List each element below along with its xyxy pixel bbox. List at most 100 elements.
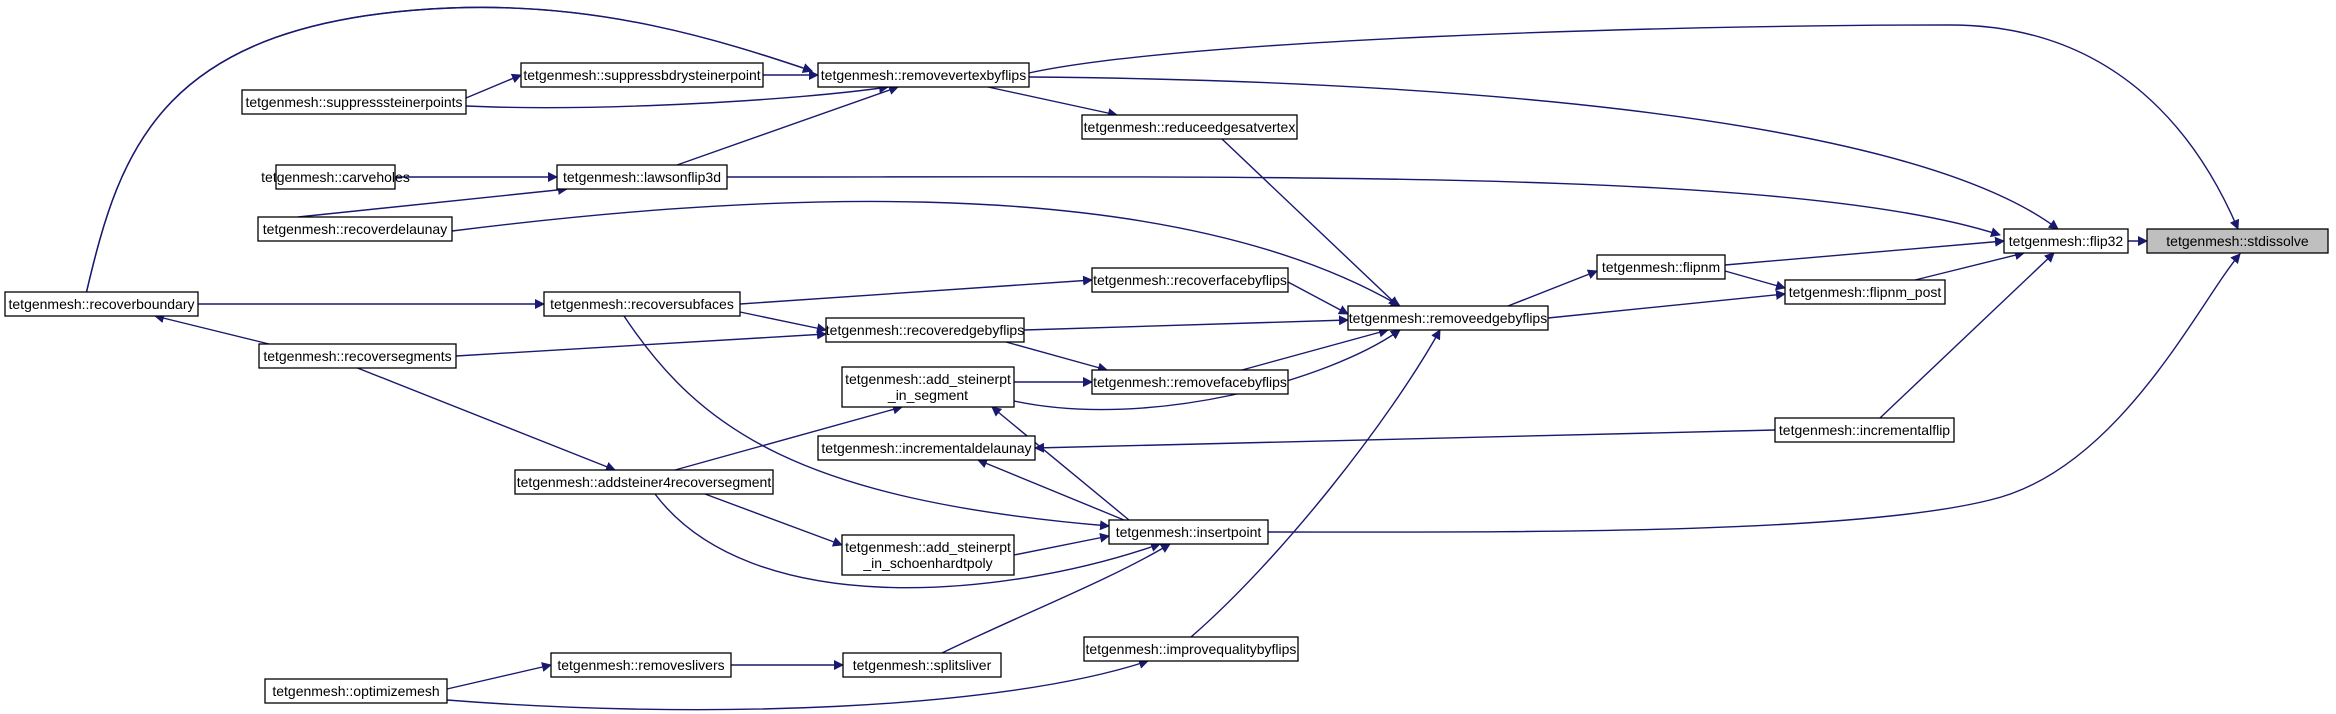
node-label: tetgenmesh::recoverboundary xyxy=(9,296,195,312)
edge-recoverdelaunay-to-removeedgebyflips xyxy=(451,200,1401,307)
edge-recoversubfaces-to-recoveredgebyflips xyxy=(739,311,827,334)
node-box[interactable] xyxy=(1347,305,1549,331)
edge-recoversegments-to-recoveredgebyflips xyxy=(455,329,827,357)
node-removefacebyflips[interactable]: tetgenmesh::removefacebyflips xyxy=(1091,369,1289,395)
edge-add_steinerpt_in_segment-to-removeedgebyflips xyxy=(1013,329,1401,411)
node-box[interactable] xyxy=(1774,417,1955,443)
node-stdissolve[interactable]: tetgenmesh::stdissolve xyxy=(2146,228,2329,254)
node-box[interactable] xyxy=(1081,114,1298,140)
node-box[interactable] xyxy=(241,89,467,115)
node-recoversegments[interactable]: tetgenmesh::recoversegments xyxy=(258,343,457,369)
edge-reduceedgesatvertex-to-removeedgebyflips xyxy=(1221,138,1399,307)
edge-flipnm_post-to-flip32 xyxy=(1914,250,2025,281)
node-label: tetgenmesh::optimizemesh xyxy=(272,683,439,699)
edge-add_steinerpt_in_schoenhardtpoly-to-insertpoint xyxy=(1013,532,1110,556)
node-box[interactable] xyxy=(1596,254,1726,280)
node-label: tetgenmesh::insertpoint xyxy=(1116,524,1262,540)
node-box[interactable] xyxy=(1091,369,1289,395)
node-add_steinerpt_in_segment[interactable]: tetgenmesh::add_steinerpt_in_segment xyxy=(841,366,1015,408)
node-box[interactable] xyxy=(275,164,396,190)
node-splitsliver[interactable]: tetgenmesh::splitsliver xyxy=(842,652,1002,678)
node-suppresssteinerpoints[interactable]: tetgenmesh::suppresssteinerpoints xyxy=(241,89,467,115)
edge-removevertexbyflips-to-stdissolve xyxy=(1028,24,2240,230)
node-insertpoint[interactable]: tetgenmesh::insertpoint xyxy=(1108,519,1269,545)
edge-insertpoint-to-add_steinerpt_in_segment xyxy=(991,406,1130,521)
node-box[interactable] xyxy=(257,216,453,242)
node-label: tetgenmesh::improvequalitybyflips xyxy=(1086,641,1297,657)
node-box[interactable] xyxy=(543,291,741,317)
edge-recoverboundary-to-stdissolve xyxy=(85,6,813,293)
node-box[interactable] xyxy=(514,469,774,495)
node-label: tetgenmesh::reduceedgesatvertex xyxy=(1084,119,1296,135)
node-removeedgebyflips[interactable]: tetgenmesh::removeedgebyflips xyxy=(1347,305,1549,331)
node-optimizemesh[interactable]: tetgenmesh::optimizemesh xyxy=(264,678,448,704)
node-recoverfacebyflips[interactable]: tetgenmesh::recoverfacebyflips xyxy=(1091,267,1289,293)
node-label: tetgenmesh::suppressbdrysteinerpoint xyxy=(523,67,760,83)
node-recoveredgebyflips[interactable]: tetgenmesh::recoveredgebyflips xyxy=(825,317,1025,343)
node-label: tetgenmesh::recoversubfaces xyxy=(550,296,734,312)
node-addsteiner4recoversegment[interactable]: tetgenmesh::addsteiner4recoversegment xyxy=(514,469,774,495)
node-incrementaldelaunay[interactable]: tetgenmesh::incrementaldelaunay xyxy=(817,435,1036,461)
node-carveholes[interactable]: tetgenmesh::carveholes xyxy=(261,164,410,190)
node-flipnm[interactable]: tetgenmesh::flipnm xyxy=(1596,254,1726,280)
node-box[interactable] xyxy=(817,435,1036,461)
edge-removevertexbyflips-to-flip32 xyxy=(1028,76,2059,230)
node-add_steinerpt_in_schoenhardtpoly[interactable]: tetgenmesh::add_steinerpt_in_schoenhardt… xyxy=(841,534,1015,576)
node-flipnm_post[interactable]: tetgenmesh::flipnm_post xyxy=(1784,279,1946,305)
node-removevertexbyflips[interactable]: tetgenmesh::removevertexbyflips xyxy=(817,62,1030,88)
node-label: tetgenmesh::splitsliver xyxy=(853,657,992,673)
node-box[interactable] xyxy=(258,343,457,369)
node-suppressbdrysteinerpoint[interactable]: tetgenmesh::suppressbdrysteinerpoint xyxy=(520,62,764,88)
node-label: tetgenmesh::flip32 xyxy=(2009,233,2124,249)
edge-recoveredgebyflips-to-removeedgebyflips xyxy=(1023,315,1349,331)
node-box[interactable] xyxy=(841,366,1015,408)
node-box[interactable] xyxy=(520,62,764,88)
node-box[interactable] xyxy=(1784,279,1946,305)
node-box[interactable] xyxy=(2003,228,2129,254)
edge-addsteiner4recoversegment-to-insertpoint xyxy=(654,493,1161,589)
node-label: tetgenmesh::stdissolve xyxy=(2166,233,2309,249)
node-label: tetgenmesh::removeedgebyflips xyxy=(1349,310,1547,326)
node-box[interactable] xyxy=(550,652,732,678)
edge-removefacebyflips-to-removeedgebyflips xyxy=(1241,327,1389,371)
node-box[interactable] xyxy=(264,678,448,704)
node-box[interactable] xyxy=(817,62,1030,88)
node-label: tetgenmesh::removevertexbyflips xyxy=(821,67,1026,83)
node-lawsonflip3d[interactable]: tetgenmesh::lawsonflip3d xyxy=(556,164,728,190)
node-box[interactable] xyxy=(1083,636,1299,662)
node-box[interactable] xyxy=(2146,228,2329,254)
node-label: tetgenmesh::suppresssteinerpoints xyxy=(245,94,462,110)
node-removeslivers[interactable]: tetgenmesh::removeslivers xyxy=(550,652,732,678)
node-label: tetgenmesh::recoversegments xyxy=(263,348,451,364)
node-label: tetgenmesh::add_steinerpt xyxy=(845,539,1011,555)
node-recoversubfaces[interactable]: tetgenmesh::recoversubfaces xyxy=(543,291,741,317)
node-label: _in_segment xyxy=(887,387,968,403)
edge-lawsonflip3d-to-flip32 xyxy=(726,176,2001,237)
node-flip32[interactable]: tetgenmesh::flip32 xyxy=(2003,228,2129,254)
edge-flipnm-to-flip32 xyxy=(1724,236,2005,266)
node-improvequalitybyflips[interactable]: tetgenmesh::improvequalitybyflips xyxy=(1083,636,1299,662)
edge-addsteiner4recoversegment-to-add_steinerpt_in_segment xyxy=(674,404,903,471)
node-recoverboundary[interactable]: tetgenmesh::recoverboundary xyxy=(4,291,199,317)
node-label: tetgenmesh::incrementaldelaunay xyxy=(821,440,1031,456)
node-box[interactable] xyxy=(4,291,199,317)
node-box[interactable] xyxy=(841,534,1015,576)
edge-removevertexbyflips-to-reduceedgesatvertex xyxy=(987,86,1118,118)
edge-insertpoint-to-stdissolve xyxy=(1267,253,2241,533)
node-recoverdelaunay[interactable]: tetgenmesh::recoverdelaunay xyxy=(257,216,453,242)
node-box[interactable] xyxy=(825,317,1025,343)
edge-optimizemesh-to-improvequalitybyflips xyxy=(446,659,1149,711)
node-box[interactable] xyxy=(556,164,728,190)
node-label: tetgenmesh::recoverfacebyflips xyxy=(1093,272,1287,288)
node-label: tetgenmesh::carveholes xyxy=(261,169,410,185)
node-incrementalflip[interactable]: tetgenmesh::incrementalflip xyxy=(1774,417,1955,443)
node-reduceedgesatvertex[interactable]: tetgenmesh::reduceedgesatvertex xyxy=(1081,114,1298,140)
edge-incrementalflip-to-incrementaldelaunay xyxy=(1034,429,1776,453)
node-box[interactable] xyxy=(1091,267,1289,293)
edge-recoveredgebyflips-to-removefacebyflips xyxy=(1005,341,1108,373)
node-label: tetgenmesh::flipnm_post xyxy=(1789,284,1942,300)
edge-recoversubfaces-to-recoverfacebyflips xyxy=(739,275,1093,305)
edge-improvequalitybyflips-to-removeedgebyflips xyxy=(1190,329,1441,638)
node-box[interactable] xyxy=(1108,519,1269,545)
node-box[interactable] xyxy=(842,652,1002,678)
